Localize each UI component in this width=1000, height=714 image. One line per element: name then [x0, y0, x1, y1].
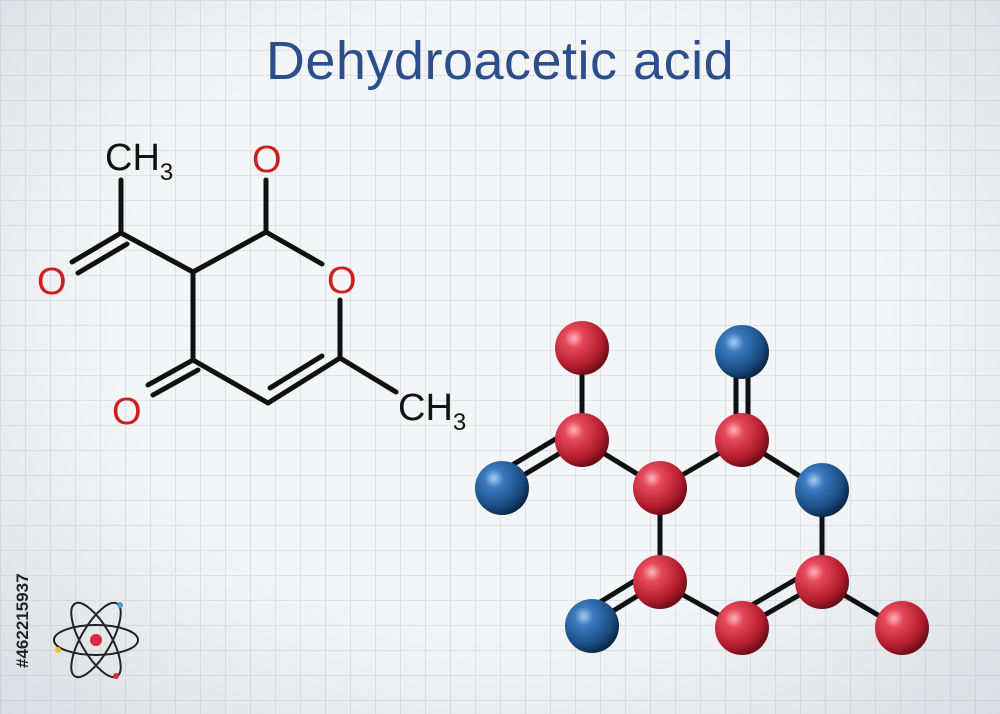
stock-id: #462215937 — [13, 573, 32, 668]
atom-oxygen-acetyl — [475, 461, 529, 515]
atom-carbon-c5 — [715, 601, 769, 655]
page-title: Dehydroacetic acid — [265, 31, 735, 91]
atom-carbon-c3 — [633, 461, 687, 515]
atom-oxygen-ketone — [565, 599, 619, 653]
atom-carbon-c2 — [715, 413, 769, 467]
atom-logo-icon — [53, 601, 139, 679]
lactone-carbonyl-oxygen-label: O — [252, 139, 282, 181]
methyl-top-label: CH3 — [105, 137, 173, 186]
ketone-oxygen-label: O — [112, 391, 142, 433]
atom-carbon-methyl-top — [555, 321, 609, 375]
acetyl-oxygen-label: O — [37, 261, 67, 303]
ring-oxygen-label: O — [327, 260, 357, 302]
skeletal-bonds — [69, 177, 399, 406]
atom-oxygen-ring — [795, 463, 849, 517]
ball-and-stick-model — [475, 321, 929, 655]
atom-carbon-acetyl — [555, 413, 609, 467]
atom-oxygen-carbonyl-top — [715, 325, 769, 379]
atom-carbon-c6 — [795, 555, 849, 609]
methyl-right-label: CH3 — [398, 387, 466, 436]
atom-carbon-c4 — [633, 555, 687, 609]
atom-carbon-methyl-right — [875, 601, 929, 655]
